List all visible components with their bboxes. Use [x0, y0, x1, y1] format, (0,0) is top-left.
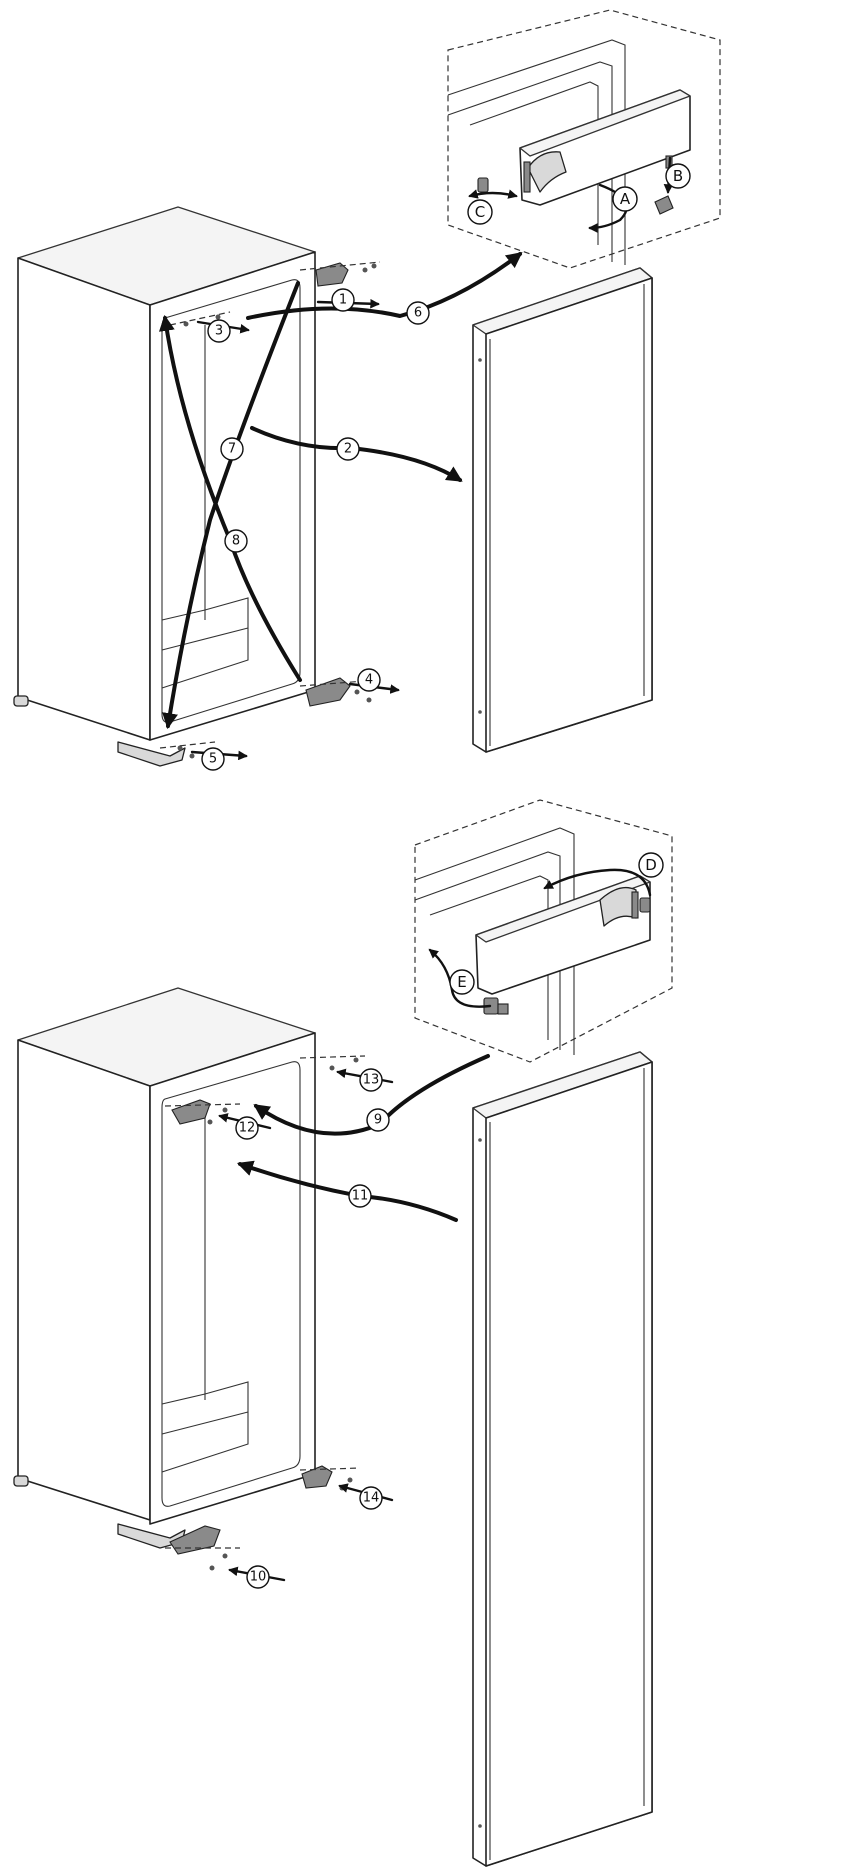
door-bottom: [472, 1051, 653, 1867]
step-badge-12: 12: [235, 1116, 259, 1140]
step-badge-1: 1: [331, 288, 355, 312]
svg-text:7: 7: [228, 442, 236, 457]
step-badge-3: 3: [207, 319, 231, 343]
svg-text:10: 10: [250, 1570, 267, 1585]
svg-text:D: D: [645, 856, 657, 874]
hinge-10: [165, 1525, 240, 1571]
step-badge-5: 5: [201, 747, 225, 771]
step-badge-11: 11: [348, 1184, 372, 1208]
fridge-cabinet-top: [13, 206, 316, 767]
svg-text:12: 12: [239, 1121, 256, 1136]
svg-text:3: 3: [215, 324, 223, 339]
svg-text:11: 11: [352, 1189, 369, 1204]
step-badge-E: E: [449, 969, 475, 995]
step-badge-D: D: [638, 852, 664, 878]
step-badge-2: 2: [336, 437, 360, 461]
svg-text:1: 1: [339, 293, 347, 308]
step-badge-7: 7: [220, 437, 244, 461]
svg-text:9: 9: [374, 1113, 382, 1128]
svg-text:B: B: [673, 167, 683, 185]
svg-text:2: 2: [344, 442, 352, 457]
svg-text:5: 5: [209, 752, 217, 767]
svg-text:C: C: [475, 203, 485, 221]
fridge-cabinet-bottom: [13, 987, 316, 1549]
screws-14: [299, 1465, 361, 1491]
arrows-top: [158, 156, 674, 761]
svg-text:14: 14: [363, 1491, 380, 1506]
svg-text:13: 13: [363, 1073, 380, 1088]
detail-box-top: [447, 9, 721, 269]
top-hinge-1: [299, 261, 381, 287]
step-badge-6: 6: [406, 301, 430, 325]
svg-text:E: E: [457, 973, 466, 991]
svg-text:6: 6: [414, 306, 422, 321]
top-left-screws: [169, 311, 231, 327]
bottom-section: 13 12 9 11 14 10 D E: [13, 799, 673, 1867]
step-badge-A: A: [612, 186, 638, 212]
step-badge-10: 10: [246, 1565, 270, 1589]
top-section: 1 3 6 7 2 8 4 5 A B C: [13, 9, 721, 771]
hinge-12: [164, 1099, 241, 1125]
step-badge-9: 9: [366, 1108, 390, 1132]
svg-text:4: 4: [365, 673, 373, 688]
step-badge-B: B: [665, 163, 691, 189]
bottom-left-screws-5: [159, 741, 216, 759]
svg-text:8: 8: [232, 534, 240, 549]
svg-text:A: A: [620, 190, 631, 208]
step-badge-14: 14: [359, 1486, 383, 1510]
step-badge-C: C: [467, 199, 493, 225]
door-top: [472, 267, 653, 753]
step-badge-8: 8: [224, 529, 248, 553]
detail-box-bottom: [414, 799, 673, 1063]
screws-13: [299, 1055, 366, 1071]
step-badge-4: 4: [357, 668, 381, 692]
step-badge-13: 13: [359, 1068, 383, 1092]
